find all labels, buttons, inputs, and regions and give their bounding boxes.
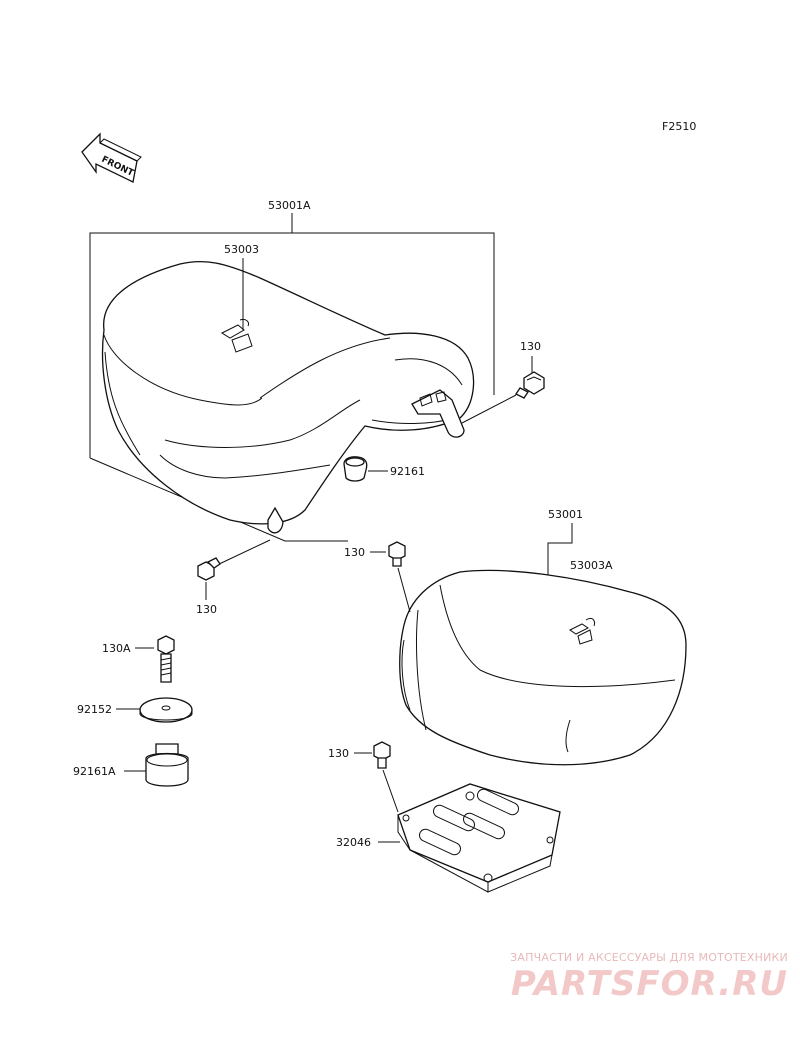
- bolt-front-lower-icon: [197, 557, 221, 581]
- watermark-tagline: ЗАПЧАСТИ И АКСЕССУАРЫ ДЛЯ МОТОТЕХНИКИ: [510, 951, 788, 964]
- bolt-front-upper-icon: [515, 371, 545, 399]
- bolt-130a-icon: [157, 635, 175, 683]
- label-rear-seat: 53001: [548, 508, 583, 521]
- label-rear-seat-logo: 53003A: [570, 559, 613, 572]
- damper-front-icon: [343, 456, 368, 482]
- rear-seat: [399, 569, 687, 766]
- bolt-rear-seat-icon: [388, 541, 406, 567]
- leader-bolt-bracket-down: [382, 769, 399, 813]
- assembly-frame: [89, 232, 495, 458]
- label-seat-logo: 53003: [224, 243, 259, 256]
- bracket-icon: [397, 783, 561, 893]
- label-damper-92161a: 92161A: [73, 765, 116, 778]
- label-bolt-130a: 130A: [102, 642, 131, 655]
- label-bolt-bracket: 130: [328, 747, 349, 760]
- bolt-bracket-icon: [373, 741, 391, 769]
- damper-92161a-icon: [145, 743, 189, 787]
- assembly-frame-lower: [89, 457, 348, 542]
- label-seat-assy: 53001A: [268, 199, 311, 212]
- leader-bolt-upper-to-hook: [461, 394, 517, 424]
- front-arrow-icon: FRONT: [81, 132, 142, 183]
- leader-rear-seat: [547, 523, 573, 585]
- leader-bolt-rear-seat-down: [397, 567, 411, 613]
- diagram-code: F2510: [662, 120, 696, 133]
- front-seat: [101, 260, 475, 534]
- washer-icon: [139, 697, 193, 723]
- leader-bolt-lower-to-tab: [214, 539, 271, 567]
- label-washer: 92152: [77, 703, 112, 716]
- label-bolt-front-upper: 130: [520, 340, 541, 353]
- label-bolt-rear-seat: 130: [344, 546, 365, 559]
- label-damper-front: 92161: [390, 465, 425, 478]
- label-bolt-front-lower: 130: [196, 603, 217, 616]
- watermark-brand: PARTSFOR.RU: [510, 964, 788, 1004]
- label-bracket: 32046: [336, 836, 371, 849]
